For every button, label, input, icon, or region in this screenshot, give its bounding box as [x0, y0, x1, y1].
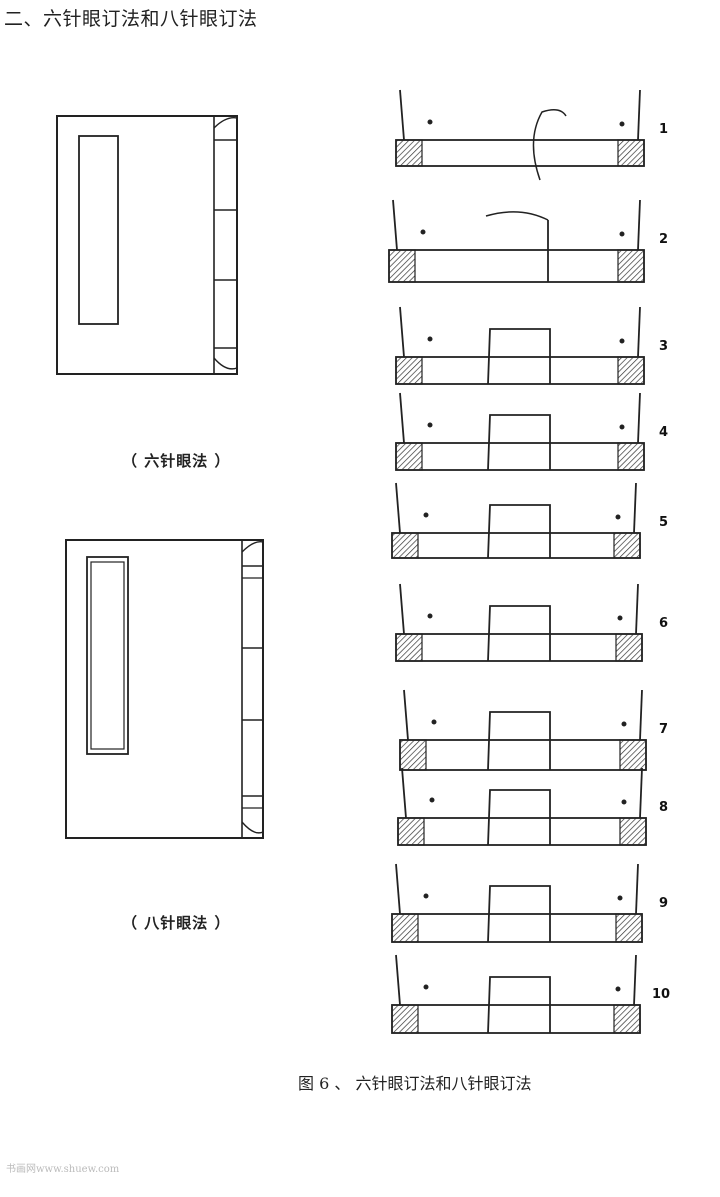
- section-heading: 二、六针眼订法和八针眼订法: [4, 8, 258, 30]
- step-strip: [391, 954, 641, 1034]
- step-number: 1: [659, 122, 669, 137]
- step-strip: [397, 767, 647, 846]
- step-number: 6: [659, 616, 669, 631]
- step-number: 7: [659, 722, 669, 737]
- step-number: 2: [659, 232, 669, 247]
- step-strip: [395, 306, 645, 385]
- step-number: 9: [659, 896, 669, 911]
- step-number: 5: [659, 515, 669, 530]
- eight-hole-book: [65, 539, 264, 839]
- eight-hole-caption: （ 八针眼法 ）: [122, 914, 231, 932]
- step-strip: [395, 583, 643, 662]
- watermark: 书画网www.shuew.com: [6, 1164, 120, 1175]
- step-strip: [391, 482, 641, 559]
- step-number: 10: [652, 987, 671, 1002]
- figure-caption: 图 6 、 六针眼订法和八针眼订法: [298, 1074, 532, 1093]
- step-strip: [399, 689, 647, 771]
- step-strip: [395, 392, 645, 471]
- step-number: 8: [659, 800, 669, 815]
- step-strip: [388, 199, 645, 283]
- six-hole-caption: （ 六针眼法 ）: [122, 452, 231, 470]
- step-strip: [391, 863, 643, 943]
- six-hole-book: [56, 115, 238, 375]
- step-strip: [395, 89, 645, 181]
- step-number: 3: [659, 339, 669, 354]
- step-number: 4: [659, 425, 669, 440]
